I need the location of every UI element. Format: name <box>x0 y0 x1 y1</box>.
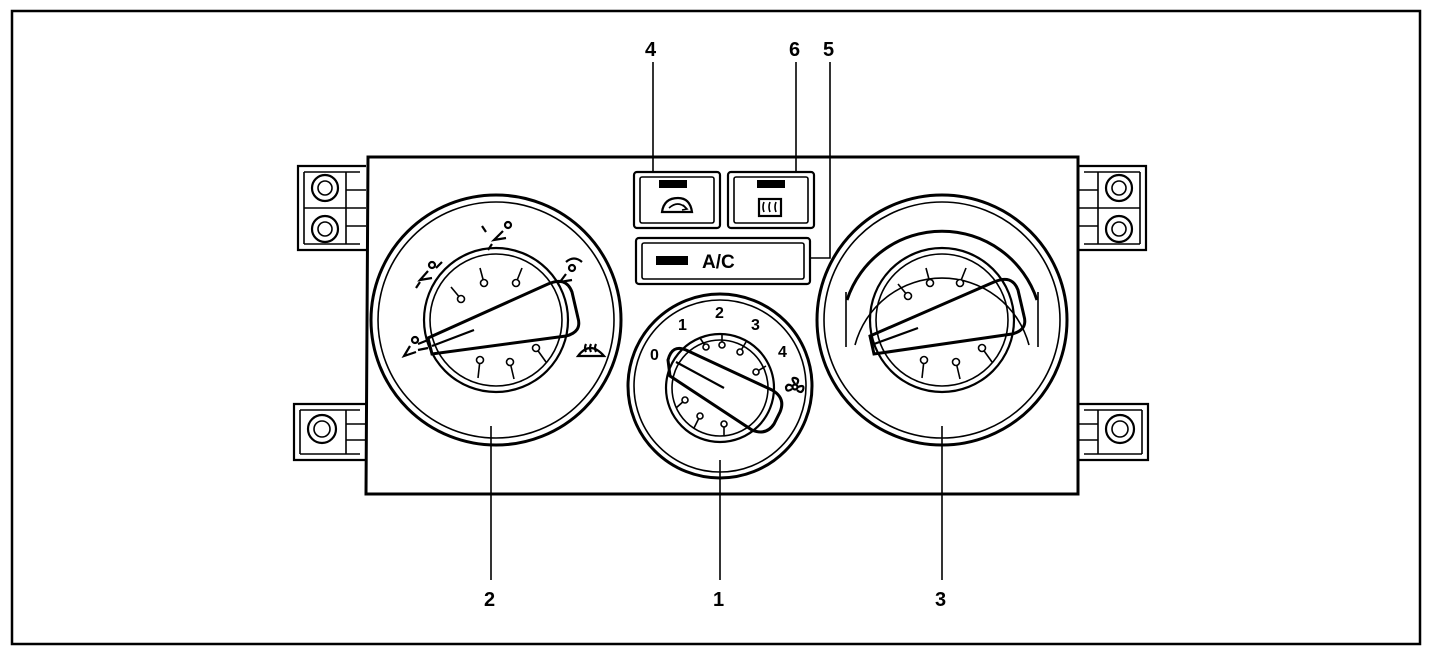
control-panel-body <box>364 155 1080 496</box>
mounting-bracket-bottom-right <box>1078 402 1150 462</box>
mounting-bracket-top-right <box>1078 164 1148 252</box>
bi-level-vent-icon <box>415 260 443 289</box>
callout-6: 6 <box>789 39 800 61</box>
outer-frame <box>10 9 1422 646</box>
rear-defrost-indicator-led <box>757 180 785 188</box>
ac-label: A/C <box>702 252 735 273</box>
temp-knob-pointer <box>868 277 1027 356</box>
fan-speed-2: 2 <box>715 305 724 322</box>
recirculation-icon <box>660 196 694 214</box>
floor-defrost-icon <box>557 257 583 284</box>
callout-1: 1 <box>713 589 724 611</box>
fan-icon <box>784 376 805 394</box>
callout-3: 3 <box>935 589 946 611</box>
fan-speed-0: 0 <box>650 347 659 364</box>
mode-detent-ticks <box>450 267 547 380</box>
fan-detent-ticks <box>675 334 767 436</box>
fan-speed-3: 3 <box>751 317 760 334</box>
floor-vent-icon <box>481 220 513 251</box>
fan-speed-4: 4 <box>778 344 787 361</box>
mode-knob[interactable] <box>369 193 623 447</box>
mounting-bracket-top-left <box>296 164 366 252</box>
temp-scale-arc <box>845 229 1039 301</box>
fan-knob-pointer <box>666 346 784 434</box>
fan-speed-1: 1 <box>678 317 687 334</box>
callout-leaders <box>490 62 943 580</box>
mode-knob-pointer <box>426 279 581 356</box>
temp-detent-ticks <box>897 267 993 380</box>
mounting-bracket-bottom-left <box>292 402 366 462</box>
recirc-button[interactable] <box>632 170 722 230</box>
ac-indicator-led <box>656 256 688 265</box>
fan-knob[interactable]: 0 1 2 3 4 <box>626 292 814 480</box>
ac-button[interactable]: A/C <box>634 236 812 286</box>
callout-2: 2 <box>484 589 495 611</box>
rear-defrost-icon <box>757 197 783 218</box>
temp-knob[interactable] <box>815 193 1069 447</box>
recirc-indicator-led <box>659 180 687 188</box>
face-vent-icon <box>401 335 429 358</box>
callout-5: 5 <box>823 39 834 61</box>
fan-speed-labels: 0 1 2 3 4 <box>650 305 787 364</box>
rear-defrost-button[interactable] <box>726 170 816 230</box>
windshield-defrost-icon <box>575 343 607 358</box>
callout-4: 4 <box>645 39 657 61</box>
